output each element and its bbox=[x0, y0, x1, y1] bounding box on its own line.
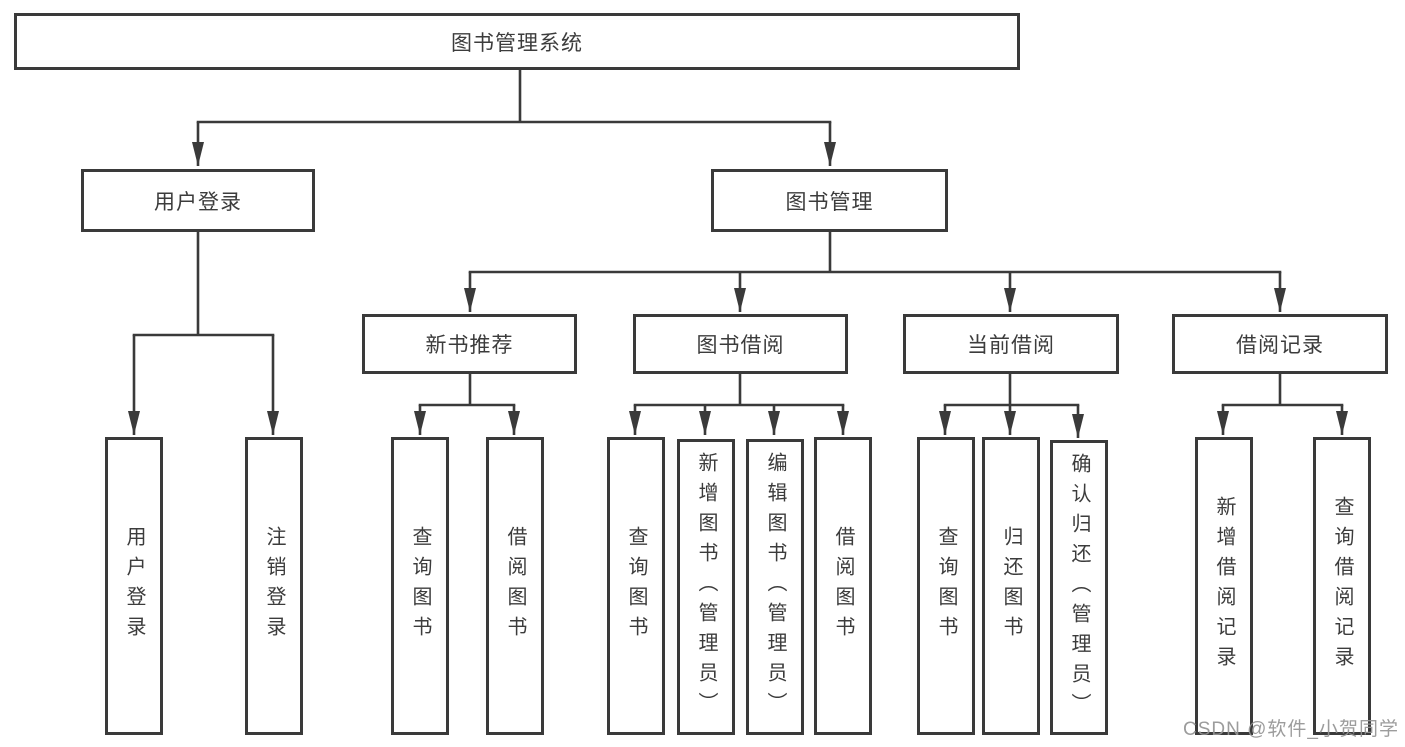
leaf-cb-query-books: 查询图书 bbox=[917, 437, 975, 735]
leaf-cb-confirm-return-admin-label: 确认归还（管理员） bbox=[1068, 452, 1090, 723]
node-book-borrowing-label: 图书借阅 bbox=[696, 334, 785, 357]
leaf-user-login-label: 用户登录 bbox=[123, 526, 145, 646]
node-user-login-branch: 用户登录 bbox=[81, 169, 315, 232]
node-borrowing-records: 借阅记录 bbox=[1172, 314, 1388, 374]
node-current-borrowing-label: 当前借阅 bbox=[967, 334, 1055, 357]
leaf-nbr-query-books-label: 查询图书 bbox=[409, 526, 431, 646]
leaf-br-query-borrow-record: 查询借阅记录 bbox=[1313, 437, 1371, 735]
leaf-bb-borrow-books: 借阅图书 bbox=[814, 437, 872, 735]
node-new-book-recommend: 新书推荐 bbox=[362, 314, 577, 374]
leaf-nbr-query-books: 查询图书 bbox=[391, 437, 449, 735]
leaf-br-query-borrow-record-label: 查询借阅记录 bbox=[1331, 496, 1353, 676]
csdn-watermark: CSDN @软件_小贺同学 bbox=[1183, 719, 1399, 740]
leaf-bb-query-books: 查询图书 bbox=[607, 437, 665, 735]
node-root: 图书管理系统 bbox=[14, 13, 1020, 70]
leaf-cb-query-books-label: 查询图书 bbox=[935, 526, 957, 646]
leaf-bb-edit-books-admin-label: 编辑图书（管理员） bbox=[764, 452, 786, 722]
leaf-bb-add-books-admin-label: 新增图书（管理员） bbox=[695, 452, 717, 722]
leaf-logout-login: 注销登录 bbox=[245, 437, 303, 735]
node-book-management-branch-label: 图书管理 bbox=[785, 190, 874, 214]
leaf-cb-return-books-label: 归还图书 bbox=[1000, 526, 1022, 646]
node-user-login-branch-label: 用户登录 bbox=[154, 190, 242, 214]
leaf-cb-confirm-return-admin: 确认归还（管理员） bbox=[1050, 440, 1108, 735]
leaf-br-add-borrow-record-label: 新增借阅记录 bbox=[1213, 496, 1235, 676]
leaf-bb-add-books-admin: 新增图书（管理员） bbox=[677, 439, 735, 735]
node-new-book-recommend-label: 新书推荐 bbox=[425, 334, 514, 357]
node-current-borrowing: 当前借阅 bbox=[903, 314, 1119, 374]
node-root-label: 图书管理系统 bbox=[451, 31, 583, 55]
node-book-management-branch: 图书管理 bbox=[711, 169, 948, 232]
leaf-cb-return-books: 归还图书 bbox=[982, 437, 1040, 735]
leaf-bb-edit-books-admin: 编辑图书（管理员） bbox=[746, 439, 804, 735]
node-book-borrowing: 图书借阅 bbox=[633, 314, 848, 374]
leaf-user-login: 用户登录 bbox=[105, 437, 163, 735]
leaf-nbr-borrow-books: 借阅图书 bbox=[486, 437, 544, 735]
leaf-br-add-borrow-record: 新增借阅记录 bbox=[1195, 437, 1253, 735]
leaf-nbr-borrow-books-label: 借阅图书 bbox=[504, 526, 526, 646]
node-borrowing-records-label: 借阅记录 bbox=[1236, 334, 1324, 357]
leaf-bb-borrow-books-label: 借阅图书 bbox=[832, 526, 854, 646]
leaf-bb-query-books-label: 查询图书 bbox=[625, 526, 647, 646]
leaf-logout-login-label: 注销登录 bbox=[263, 526, 285, 646]
